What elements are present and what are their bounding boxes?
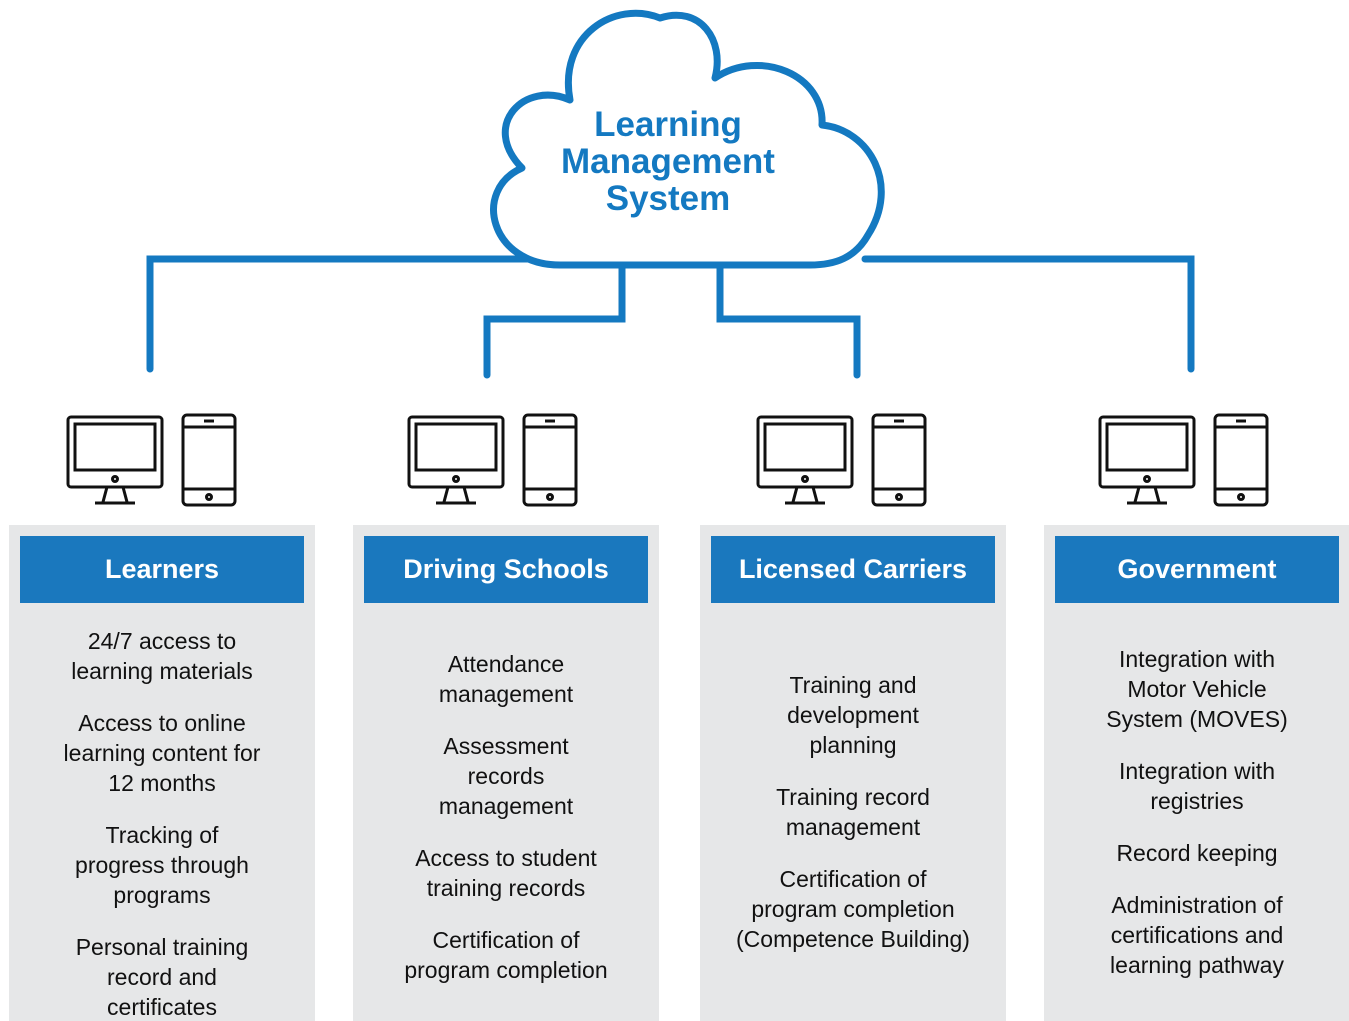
smartphone-icon	[181, 413, 237, 507]
cloud-icon	[490, 9, 885, 269]
devices-learners	[66, 413, 237, 507]
devices-licensed-carriers	[756, 413, 927, 507]
connector-driving-schools	[483, 264, 626, 379]
panel-header: Licensed Carriers	[711, 536, 995, 603]
list-item: Tracking of progress through programs	[75, 822, 249, 908]
list-item: Access to online learning content for 12…	[63, 710, 261, 796]
panel-licensed-carriers: Licensed Carriers Training and developme…	[700, 525, 1006, 1021]
panel-list: Training and development planning Traini…	[722, 603, 984, 1021]
cloud-title-line: Management	[561, 142, 775, 181]
list-item: Access to student training records	[415, 845, 597, 901]
panel-list: 24/7 access to learning materials Access…	[31, 603, 293, 1021]
panel-government: Government Integration with Motor Vehicl…	[1044, 525, 1349, 1021]
devices-government	[1098, 413, 1269, 507]
list-item: Certification of program completion (Com…	[736, 866, 970, 952]
cloud-title: Learning Management System	[520, 106, 816, 217]
devices-driving-schools	[407, 413, 578, 507]
desktop-monitor-icon	[66, 415, 164, 505]
list-item: Certification of program completion	[404, 927, 608, 983]
desktop-monitor-icon	[1098, 415, 1196, 505]
connector-licensed-carriers	[716, 264, 861, 379]
smartphone-icon	[1213, 413, 1269, 507]
connector-government	[861, 255, 1195, 373]
panel-header: Learners	[20, 536, 304, 603]
smartphone-icon	[522, 413, 578, 507]
connector-learners	[146, 255, 534, 373]
cloud-title-line: System	[605, 179, 731, 218]
desktop-monitor-icon	[756, 415, 854, 505]
panel-learners: Learners 24/7 access to learning materia…	[9, 525, 315, 1021]
panel-header: Driving Schools	[364, 536, 648, 603]
panel-list: Integration with Motor Vehicle System (M…	[1066, 603, 1328, 1021]
list-item: Assessment records management	[438, 733, 574, 819]
list-item: 24/7 access to learning materials	[71, 628, 253, 684]
list-item: Integration with Motor Vehicle System (M…	[1106, 646, 1288, 732]
list-item: Attendance management	[438, 651, 574, 707]
list-item: Training record management	[776, 784, 930, 840]
list-item: Integration with registries	[1119, 758, 1275, 814]
smartphone-icon	[871, 413, 927, 507]
panel-list: Attendance management Assessment records…	[375, 603, 637, 1021]
desktop-monitor-icon	[407, 415, 505, 505]
connector-lines	[146, 255, 1195, 379]
cloud-title-line: Learning	[594, 105, 742, 144]
panel-header: Government	[1055, 536, 1339, 603]
list-item: Training and development planning	[787, 672, 919, 758]
list-item: Personal training record and certificate…	[75, 934, 249, 1020]
list-item: Administration of certifications and lea…	[1110, 892, 1284, 978]
panel-driving-schools: Driving Schools Attendance management As…	[353, 525, 659, 1021]
list-item: Record keeping	[1116, 840, 1278, 866]
